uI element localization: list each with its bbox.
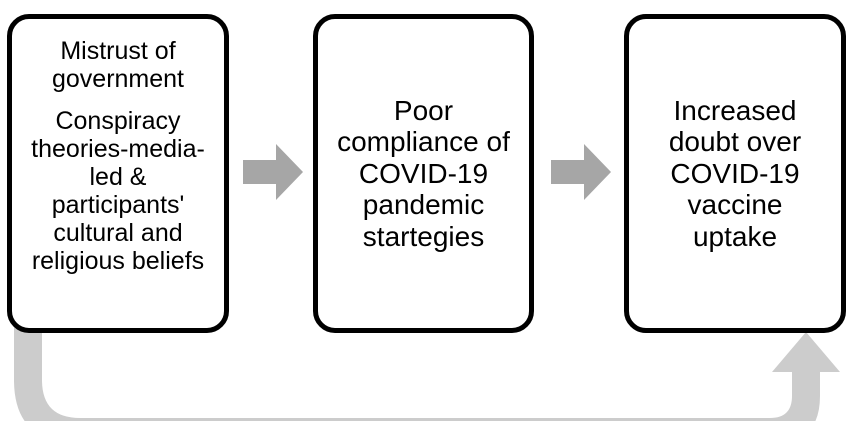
box-1-paragraph-1: Mistrust of government (51, 37, 185, 93)
box-3-paragraph-1: Increased doubt over COVID-19 vaccine up… (668, 95, 802, 252)
arrow-box2-to-box3 (551, 144, 611, 200)
box-1-paragraph-2: Conspiracy theories-media-led & particip… (31, 107, 205, 275)
feedback-arrow-box1-to-box3 (14, 326, 840, 421)
box-2-paragraph-1: Poor compliance of COVID-19 pandemic sta… (337, 95, 510, 252)
arrow-box1-to-box2 (243, 144, 303, 200)
mistrust-and-conspiracy-box[interactable]: Mistrust of government Conspiracy theori… (7, 14, 229, 333)
poor-compliance-box[interactable]: Poor compliance of COVID-19 pandemic sta… (313, 14, 534, 333)
increased-doubt-box[interactable]: Increased doubt over COVID-19 vaccine up… (624, 14, 846, 333)
